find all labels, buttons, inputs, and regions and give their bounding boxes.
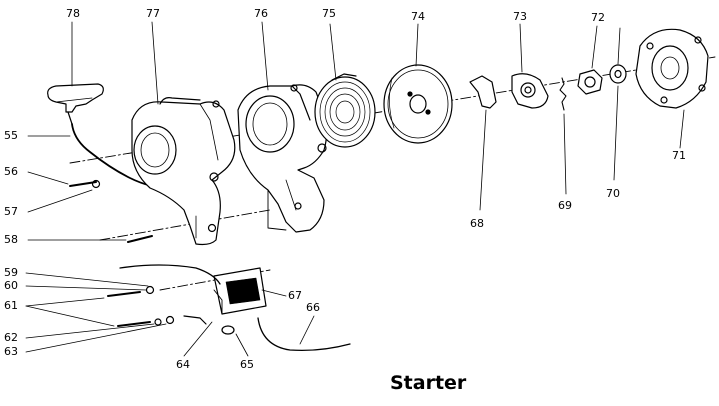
callout-62: 62 bbox=[4, 331, 18, 344]
recoil-spring-part bbox=[314, 73, 376, 148]
nut-part bbox=[577, 69, 603, 95]
washer-part bbox=[609, 64, 627, 84]
callout-71: 71 bbox=[672, 149, 686, 162]
callout-68: 68 bbox=[470, 217, 484, 230]
callout-70: 70 bbox=[606, 187, 620, 200]
callout-72: 72 bbox=[591, 11, 605, 24]
callout-60: 60 bbox=[4, 279, 18, 292]
wire-59 bbox=[119, 264, 221, 285]
friction-plate-part bbox=[511, 73, 549, 109]
callout-73: 73 bbox=[513, 10, 527, 23]
callout-59: 59 bbox=[4, 266, 18, 279]
t-handle-part bbox=[47, 83, 104, 125]
washer-63 bbox=[165, 315, 175, 325]
callout-66: 66 bbox=[306, 301, 320, 314]
callout-78: 78 bbox=[66, 7, 80, 20]
callout-77: 77 bbox=[146, 7, 160, 20]
pawl-part bbox=[469, 75, 497, 109]
callout-63: 63 bbox=[4, 345, 18, 358]
wire-66 bbox=[257, 317, 351, 352]
starter-housing-part bbox=[131, 97, 236, 246]
bolt-56 bbox=[69, 181, 97, 187]
callout-65: 65 bbox=[240, 358, 254, 371]
callout-64: 64 bbox=[176, 358, 190, 371]
ignition-module-part bbox=[213, 267, 267, 315]
callout-74: 74 bbox=[411, 10, 425, 23]
diagram-caption: Starter bbox=[390, 372, 467, 394]
callout-69: 69 bbox=[558, 199, 572, 212]
spring-clip-part bbox=[559, 77, 567, 111]
leader-lines bbox=[25, 21, 685, 357]
lower-axis bbox=[99, 209, 271, 241]
starter-cup-part bbox=[635, 28, 709, 109]
rope-pulley-part bbox=[383, 64, 453, 144]
screw-58 bbox=[127, 235, 153, 243]
washer-57 bbox=[91, 179, 101, 189]
callout-76: 76 bbox=[254, 7, 268, 20]
terminal-ring-65 bbox=[221, 325, 235, 335]
washer-62 bbox=[154, 318, 162, 326]
callout-67: 67 bbox=[288, 289, 302, 302]
screw-61a bbox=[107, 291, 141, 297]
callout-55: 55 bbox=[4, 129, 18, 142]
callout-75: 75 bbox=[322, 7, 336, 20]
spring-housing-part bbox=[237, 84, 328, 233]
callout-61: 61 bbox=[4, 299, 18, 312]
callout-56: 56 bbox=[4, 165, 18, 178]
screw-61b bbox=[117, 321, 151, 327]
terminal-64 bbox=[183, 315, 207, 325]
callout-58: 58 bbox=[4, 233, 18, 246]
callout-57: 57 bbox=[4, 205, 18, 218]
washer-60 bbox=[145, 285, 155, 295]
